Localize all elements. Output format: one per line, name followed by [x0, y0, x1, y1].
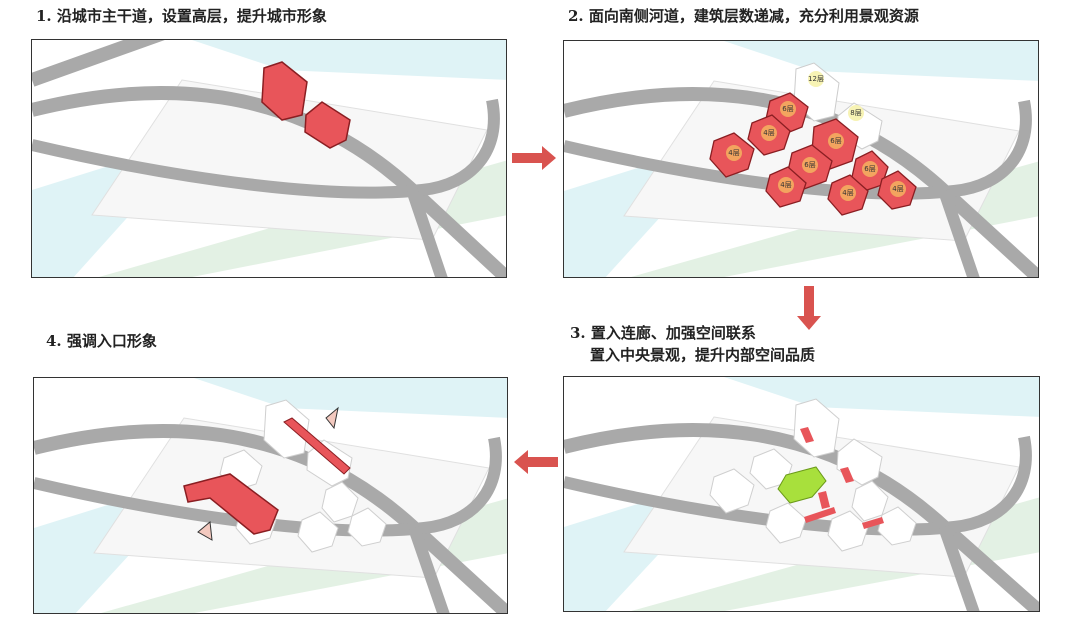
step2-caption: 2. 面向南侧河道，建筑层数递减，充分利用景观资源	[568, 5, 919, 27]
low-building-d: 4层	[827, 174, 869, 216]
arrow-down	[797, 286, 821, 330]
tall-floor-circle-2	[848, 105, 864, 121]
road-curve	[564, 435, 1032, 536]
road-curve	[564, 99, 1032, 200]
panel-step4	[33, 377, 508, 614]
floor-label-mid-c: 6层	[804, 161, 815, 169]
arrow-left	[514, 450, 558, 474]
step2-number: 2.	[568, 7, 584, 25]
road-vertical	[938, 525, 980, 611]
step3-caption-line2: 置入中央景观，提升内部空间品质	[590, 344, 815, 366]
panel-step3	[563, 376, 1040, 612]
entrance-building	[183, 473, 279, 535]
entrance-corridor-top	[283, 417, 351, 475]
step3-text2: 置入中央景观，提升内部空间品质	[590, 346, 816, 364]
step3-text: 置入连廊、加强空间联系	[590, 324, 756, 342]
road-main	[34, 423, 507, 613]
step4-caption: 4. 强调入口形象	[46, 330, 157, 352]
low-building-c: 4层	[765, 166, 807, 208]
tall-building-1	[261, 61, 308, 121]
step1-caption: 1. 沿城市主干道，设置高层，提升城市形象	[36, 5, 327, 27]
floor-label-low-c: 4层	[780, 181, 791, 189]
river-upper	[194, 378, 507, 418]
step4-number: 4.	[46, 332, 62, 350]
floor-label-low-e: 4层	[892, 185, 903, 193]
central-landscape	[777, 466, 827, 504]
step2-text: 面向南侧河道，建筑层数递减，充分利用景观资源	[588, 7, 919, 25]
panel-step4-diagram	[34, 378, 507, 613]
entrance-arrow-top	[325, 406, 339, 430]
corridors	[800, 427, 884, 529]
road-main	[564, 86, 1038, 277]
entrance-arrow-bottom	[197, 521, 213, 541]
low-building-e: 4层	[877, 170, 917, 210]
step1-number: 1.	[36, 7, 52, 25]
floor-label-mid-d: 6层	[864, 165, 875, 173]
floor-label-low-b: 4层	[728, 149, 739, 157]
tall-floor-label-1: 12层	[808, 75, 824, 83]
floor-label-mid-b: 6层	[830, 137, 841, 145]
step3-caption: 3. 置入连廊、加强空间联系	[570, 322, 756, 344]
river-upper	[724, 41, 1038, 81]
step3-number: 3.	[570, 324, 586, 342]
low-building-b: 4层	[709, 132, 755, 178]
arrow-right	[512, 146, 556, 170]
low-building-a: 4层	[747, 114, 791, 156]
river-upper	[724, 377, 1039, 417]
panel-step2: 12层 8层 6层 4层 6层 4层 6层	[563, 40, 1039, 278]
tall-building-2	[304, 101, 351, 149]
step1-text: 沿城市主干道，设置高层，提升城市形象	[56, 7, 327, 25]
river-upper	[192, 40, 506, 80]
tall-floor-label-2: 8层	[850, 109, 861, 117]
road-vertical	[938, 189, 980, 277]
road-vertical	[408, 526, 450, 613]
tall-floor-circle-1	[808, 71, 824, 87]
floor-label-low-a: 4层	[763, 129, 774, 137]
road-vertical	[406, 188, 448, 277]
floor-label-low-d: 4层	[842, 189, 853, 197]
road-curve	[34, 436, 502, 537]
road-main	[564, 422, 1039, 611]
panel-step1-diagram	[32, 40, 506, 277]
panel-step2-diagram: 12层 8层 6层 4层 6层 4层 6层	[564, 41, 1038, 277]
road-curve	[32, 98, 500, 199]
step4-text: 强调入口形象	[66, 332, 157, 350]
panel-step1	[31, 39, 507, 278]
floor-label-mid-a: 6层	[782, 105, 793, 113]
road-main	[32, 40, 506, 277]
panel-step3-diagram	[564, 377, 1039, 611]
